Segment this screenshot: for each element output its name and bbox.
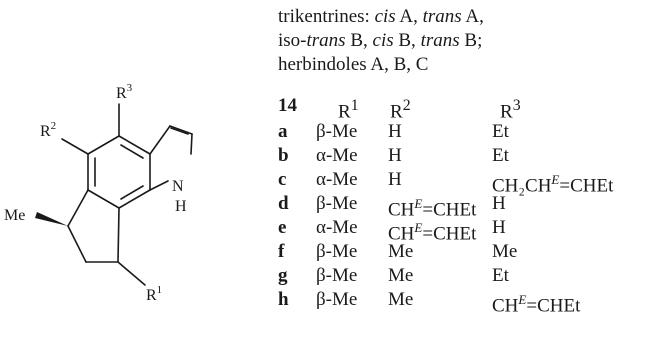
table-row: e α-Me CHE=CHEt H <box>278 216 643 244</box>
cell-id: f <box>278 241 285 262</box>
cell-r2: Me <box>388 289 414 310</box>
compound-number: 14 <box>278 95 297 116</box>
me-label: Me <box>4 207 25 224</box>
cell-r1: β-Me <box>316 241 358 262</box>
cell-r3: Et <box>492 121 509 142</box>
caption-line-1: trikentrines: cis A, trans A, <box>278 6 484 27</box>
cell-r1: β-Me <box>316 265 358 286</box>
r1-label: R1 <box>146 284 162 304</box>
chemical-structure: R3 R2 Me N H R1 <box>4 82 193 304</box>
cell-r1: α-Me <box>316 169 358 190</box>
caption-line-3: herbindoles A, B, C <box>278 54 429 75</box>
cell-r2: Me <box>388 265 414 286</box>
table-row: a β-Me H Et <box>278 120 643 144</box>
cell-r3: CHE=CHEt <box>492 292 581 317</box>
cell-r1: β-Me <box>316 193 358 214</box>
table-row: g β-Me Me Et <box>278 264 643 288</box>
table-row: f β-Me Me Me <box>278 240 643 264</box>
cell-r2: H <box>388 145 402 166</box>
header-r1: R1 <box>338 97 359 123</box>
cell-r1: α-Me <box>316 145 358 166</box>
cell-r3: Me <box>492 241 518 262</box>
caption-line-2: iso-trans B, cis B, trans B; <box>278 30 483 51</box>
e-stereo-mark: E <box>414 196 423 211</box>
table-row: b α-Me H Et <box>278 144 643 168</box>
table-header: 14 R1 R2 R3 <box>278 94 643 122</box>
e-stereo-mark: E <box>414 220 423 235</box>
cell-id: h <box>278 289 289 310</box>
r3-label: R3 <box>116 82 133 102</box>
header-r2: R2 <box>390 97 411 123</box>
cell-r2: Me <box>388 241 414 262</box>
hydrogen-label: H <box>175 198 187 215</box>
cell-r3: H <box>492 217 506 238</box>
cell-id: b <box>278 145 289 166</box>
cell-r2: H <box>388 121 402 142</box>
cell-r1: β-Me <box>316 289 358 310</box>
cell-r3: Et <box>492 145 509 166</box>
cell-id: c <box>278 169 287 190</box>
table-row: h β-Me Me CHE=CHEt <box>278 288 643 316</box>
table-row: c α-Me H CH₂CHE=CHEt <box>278 168 643 196</box>
e-stereo-mark: E <box>551 172 560 187</box>
cell-id: e <box>278 217 287 238</box>
cell-r2: H <box>388 169 402 190</box>
cell-r1: α-Me <box>316 217 358 238</box>
cell-r3: H <box>492 193 506 214</box>
e-stereo-mark: E <box>518 292 527 307</box>
cell-r1: β-Me <box>316 121 358 142</box>
cell-r2: CHE=CHEt <box>388 220 477 245</box>
cell-r2: CHE=CHEt <box>388 196 477 221</box>
cell-r3: CH₂CHE=CHEt <box>492 172 614 197</box>
r2-label: R2 <box>40 120 56 140</box>
cell-id: d <box>278 193 289 214</box>
table-row: d β-Me CHE=CHEt H <box>278 192 643 220</box>
nitrogen-label: N <box>172 178 184 195</box>
cell-id: a <box>278 121 288 142</box>
compound-caption: trikentrines: cis A, trans A, iso-trans … <box>278 5 643 77</box>
cell-r3: Et <box>492 265 509 286</box>
cell-id: g <box>278 265 288 286</box>
header-r3: R3 <box>500 97 521 123</box>
